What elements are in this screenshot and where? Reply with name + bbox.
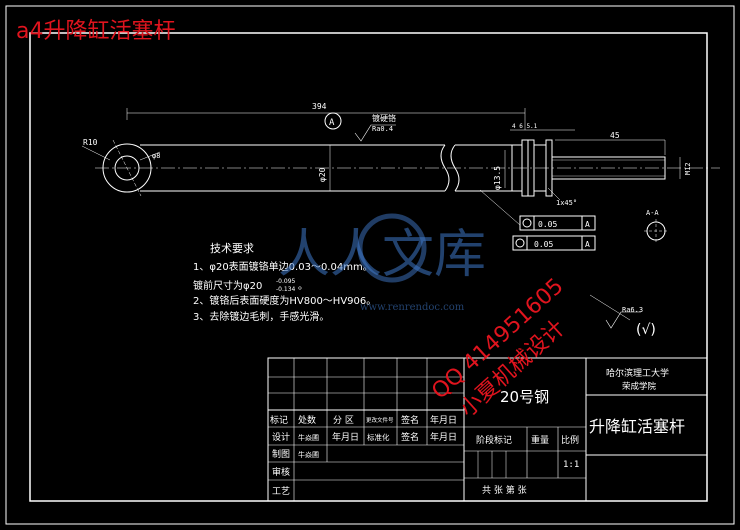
tb-design-0: 设计 — [272, 431, 290, 443]
thread-length-dim: 45 — [610, 131, 620, 140]
eye-radius-dim: R10 — [83, 138, 98, 147]
school-college: 荣成学院 — [622, 381, 657, 392]
tb-design-2: 年月日 — [332, 431, 359, 443]
weight-label: 重量 — [531, 434, 549, 446]
header-title: a4升降缸活塞杆 — [16, 19, 175, 44]
tb-review: 审核 — [272, 466, 290, 478]
chamfer-dim: 1x45° — [556, 199, 577, 207]
rod-dia-dim: φ20 — [318, 167, 327, 182]
tolerance-1: 0.05 — [538, 220, 557, 229]
tb-label-1: 处数 — [298, 414, 316, 426]
datum-label: A — [329, 118, 335, 128]
scale-value: 1:1 — [563, 460, 579, 470]
hole-dia-dim: φ8 — [152, 152, 160, 160]
outer-frame — [5, 5, 735, 525]
thread-small-dims: 4 6 5.1 — [512, 123, 538, 130]
tb-design-5: 年月日 — [430, 431, 457, 443]
tb-draw-1: 牛焱圃 — [298, 450, 319, 459]
tb-label-0: 标记 — [270, 414, 288, 426]
tech-requirements: 技术要求 1、φ20表面镀铬单边0.03～0.04mm。 镀前尺寸为φ20 -0… — [193, 242, 376, 323]
thread-size-dim: M12 — [684, 162, 692, 175]
tech-line-3: 2、镀铬后表面硬度为HV800～HV906。 — [193, 294, 376, 307]
material: 20号钢 — [500, 388, 549, 406]
overall-length-dim: 394 — [312, 102, 327, 111]
watermark-url: www.renrendoc.com — [360, 302, 465, 313]
section-label: A-A — [646, 209, 659, 217]
title-block — [267, 357, 708, 502]
tb-design-1: 牛焱圃 — [298, 433, 319, 442]
tb-label-3: 更改文件号 — [366, 416, 394, 424]
tech-line-2: 镀前尺寸为φ20 — [193, 279, 262, 292]
tech-line-2-sub: -0.134 — [276, 286, 296, 293]
tb-label-4: 签名 — [401, 414, 419, 426]
tb-process: 工艺 — [272, 486, 290, 497]
tech-heading: 技术要求 — [210, 242, 254, 255]
tolerance-2-datum: A — [585, 240, 590, 249]
tolerance-1-datum: A — [585, 220, 590, 229]
tech-line-4: 3、去除镀边毛刺，手感光滑。 — [193, 310, 329, 323]
tb-design-3: 标准化 — [367, 432, 390, 442]
roughness-label: 镀硬铬 — [372, 113, 396, 123]
tolerance-2: 0.05 — [534, 240, 553, 249]
watermark-logo-icon — [357, 213, 427, 283]
roughness-bottom: Ra6.3 — [622, 306, 643, 314]
roughness-left: Ra0.4 — [372, 125, 393, 133]
scale-label: 比例 — [561, 434, 579, 446]
watermark: 人人文库 www.renrendoc.com — [278, 213, 486, 313]
tech-line-2-sup: -0.095 — [276, 278, 296, 285]
part-name: 升降缸活塞杆 — [589, 417, 685, 436]
tb-label-5: 年月日 — [430, 414, 457, 426]
school-name: 哈尔滨理工大学 — [606, 367, 669, 379]
tech-line-2-end: 。 — [298, 281, 308, 292]
stage-label: 阶段标记 — [476, 434, 512, 446]
tb-label-2: 分 区 — [333, 415, 354, 426]
title-block-text: 标记 处数 分 区 更改文件号 签名 年月日 设计 牛焱圃 年月日 标准化 签名… — [270, 367, 685, 497]
tb-design-4: 签名 — [401, 431, 419, 443]
neck-dia-dim: φ13.5 — [493, 166, 502, 190]
roughness-check: (√) — [636, 322, 656, 338]
part-view — [81, 108, 720, 329]
watermark-text: 人人文库 — [278, 225, 486, 285]
tb-draw-0: 制图 — [272, 448, 290, 460]
sheet-count: 共 张 第 张 — [482, 484, 527, 496]
tech-line-1: 1、φ20表面镀铬单边0.03～0.04mm。 — [193, 260, 373, 273]
